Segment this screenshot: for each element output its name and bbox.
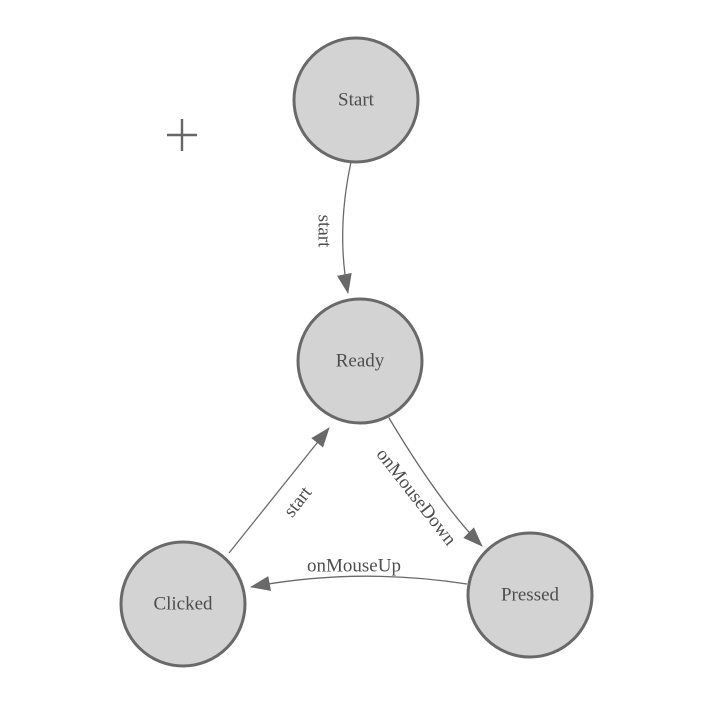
edge-clicked-to-ready[interactable]: start xyxy=(228,427,330,554)
edge-start-to-ready[interactable]: start xyxy=(314,161,352,294)
node-label-pressed: Pressed xyxy=(501,585,560,606)
state-node-pressed[interactable]: Pressed xyxy=(466,531,594,659)
node-label-clicked: Clicked xyxy=(153,594,213,615)
edge-label-pressed-to-clicked: onMouseUp xyxy=(307,556,401,577)
edge-line[interactable] xyxy=(228,427,330,554)
edge-line[interactable] xyxy=(388,417,483,547)
state-node-start[interactable]: Start xyxy=(292,36,420,164)
edge-pressed-to-clicked[interactable]: onMouseUp xyxy=(250,556,468,591)
edge-line[interactable] xyxy=(336,161,352,294)
node-label-start: Start xyxy=(338,90,375,111)
node-circle[interactable] xyxy=(119,540,247,668)
state-node-clicked[interactable]: Clicked xyxy=(119,540,247,668)
edge-label-ready-to-pressed: onMouseDown xyxy=(372,444,461,550)
edge-label-start-to-ready: start xyxy=(314,215,335,248)
edge-label-clicked-to-ready: start xyxy=(280,482,317,521)
node-circle[interactable] xyxy=(296,297,424,425)
edge-line[interactable] xyxy=(250,575,468,591)
node-circle[interactable] xyxy=(292,36,420,164)
edge-ready-to-pressed[interactable]: onMouseDown xyxy=(372,417,483,550)
state-node-ready[interactable]: Ready xyxy=(296,297,424,425)
crosshair-plus-icon[interactable] xyxy=(167,119,197,151)
node-label-ready: Ready xyxy=(336,351,385,372)
node-circle[interactable] xyxy=(466,531,594,659)
